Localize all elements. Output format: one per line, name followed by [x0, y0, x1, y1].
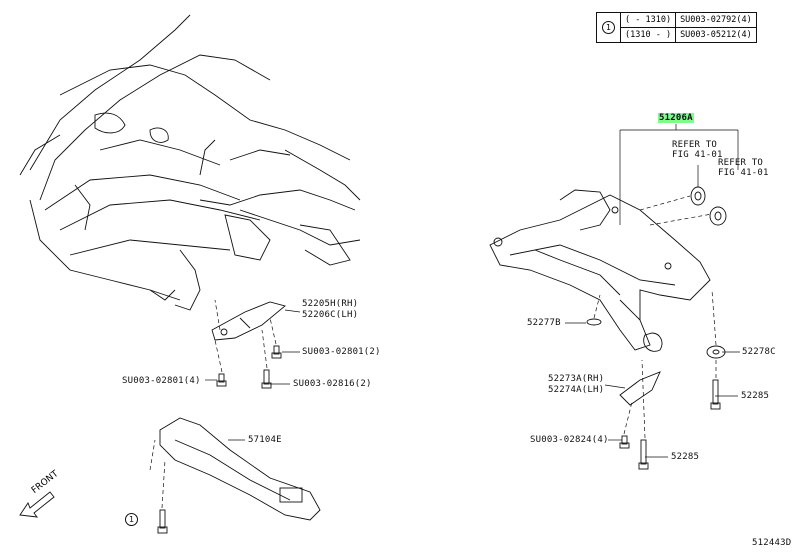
- rear-suspension-member: [489, 189, 711, 352]
- part-su02801-4-label[interactable]: SU003-02801(4): [122, 376, 201, 386]
- part-52274a-label[interactable]: 52274A(LH): [548, 385, 605, 395]
- refer-to-1-line2: FIG 41-01: [672, 150, 723, 160]
- reference-range-1: ( - 1310): [619, 12, 677, 28]
- bolt-su02801-4: [216, 373, 227, 387]
- front-body-structure: [19, 14, 361, 311]
- part-su02824-label[interactable]: SU003-02824(4): [530, 435, 609, 445]
- part-57104e-label[interactable]: 57104E: [248, 435, 282, 445]
- bushing-right: [709, 206, 727, 226]
- refer-to-1-line1: REFER TO: [672, 140, 717, 150]
- front-mount-bracket: [211, 301, 286, 341]
- part-52285-upper-label[interactable]: 52285: [741, 391, 770, 401]
- reference-table: 1 ( - 1310) SU003-02792(4) (1310 - ) SU0…: [596, 12, 757, 43]
- bolt-su02824: [619, 435, 630, 449]
- refer-to-2-line2: FIG 41-01: [718, 168, 769, 178]
- leader-lines: [205, 124, 740, 458]
- dashed-assembly-lines: [149, 195, 717, 509]
- part-52273a-label[interactable]: 52273A(RH): [548, 374, 605, 384]
- part-52205h-label[interactable]: 52205H(RH): [302, 299, 359, 309]
- bushing-left: [690, 186, 706, 206]
- diagram-id: 512443D: [752, 538, 792, 548]
- bolt-57104e: [157, 509, 168, 534]
- bolt-su02816: [261, 369, 272, 389]
- bolt-52285-lower: [638, 439, 649, 470]
- reference-part-1: SU003-02792(4): [675, 12, 757, 28]
- part-51206a-label[interactable]: 51206A: [658, 113, 694, 123]
- part-su02801-2-label[interactable]: SU003-02801(2): [302, 347, 381, 357]
- refer-to-2-line1: REFER TO: [718, 158, 763, 168]
- reference-part-2: SU003-05212(4): [675, 27, 757, 43]
- marker-1-bottom: 1: [125, 513, 138, 526]
- part-52277b-label[interactable]: 52277B: [527, 318, 561, 328]
- washer-52277b: [586, 318, 602, 326]
- reference-range-2: (1310 - ): [619, 27, 677, 43]
- part-52206c-label[interactable]: 52206C(LH): [302, 310, 359, 320]
- bolt-52285-upper: [710, 379, 721, 410]
- reference-marker-cell: 1: [596, 12, 621, 43]
- part-52278c-label[interactable]: 52278C: [742, 347, 776, 357]
- part-52285-lower-label[interactable]: 52285: [671, 452, 700, 462]
- bolt-su02801-2: [271, 345, 282, 359]
- lower-cross-member: [159, 417, 321, 521]
- reference-marker: 1: [602, 21, 615, 34]
- part-su02816-label[interactable]: SU003-02816(2): [293, 379, 372, 389]
- front-arrow: [19, 491, 55, 518]
- bracket-52273a: [619, 371, 661, 406]
